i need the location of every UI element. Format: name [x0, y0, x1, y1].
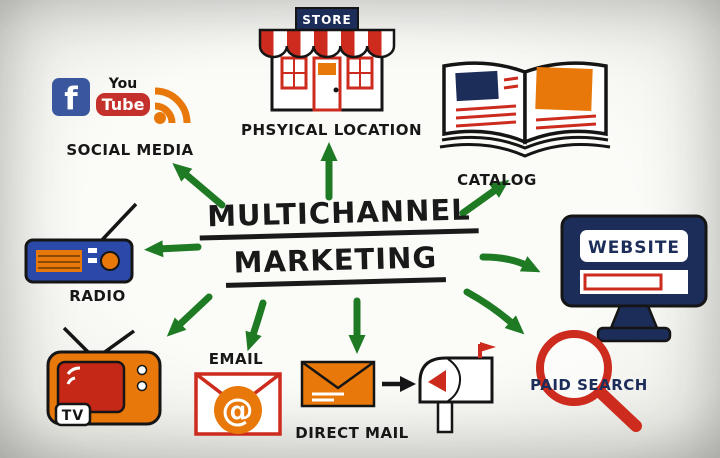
arrow-to-email-icon	[245, 299, 267, 352]
store-awning	[258, 28, 396, 59]
catalog-label: CATALOG	[457, 171, 537, 189]
tv-badge	[54, 402, 92, 427]
direct-mail-label: DIRECT MAIL	[295, 424, 409, 442]
website-label: WEBSITE	[588, 238, 680, 258]
radio-icon	[24, 202, 138, 284]
social-media-label: SOCIAL MEDIA	[66, 141, 194, 159]
arrow-to-website-icon	[479, 253, 541, 273]
tv-icon: TV	[46, 326, 162, 427]
tv-label: TV	[62, 408, 84, 424]
store-sign-text: STORE	[302, 13, 351, 27]
store-icon: STORE	[258, 7, 396, 112]
facebook-letter: f	[64, 81, 78, 117]
paid-search-label: PAID SEARCH	[530, 376, 648, 394]
mailbox-icon	[418, 356, 494, 404]
paid-search-icon	[536, 330, 642, 432]
magnifier-handle	[594, 386, 642, 432]
youtube-icon: You Tube	[96, 76, 150, 117]
mailbox-flag-icon	[480, 342, 496, 352]
email-envelope-icon: @	[194, 372, 282, 436]
physical-location-label: PHSYICAL LOCATION	[241, 121, 423, 139]
title-line-2: MARKETING	[225, 241, 446, 288]
direct-mail-icon	[300, 342, 496, 434]
magnifier-lens	[536, 330, 612, 406]
facebook-icon: f	[52, 78, 90, 117]
mail-flow-arrow-icon	[400, 376, 416, 392]
email-at-symbol: @	[222, 391, 255, 429]
youtube-you-text: You	[108, 76, 138, 92]
radio-label: RADIO	[69, 287, 126, 305]
website-icon: WEBSITE	[560, 214, 708, 343]
youtube-tube-text: Tube	[96, 93, 150, 117]
email-label: EMAIL	[208, 350, 264, 368]
radio-knob	[100, 251, 120, 271]
title-line-1: MULTICHANNEL	[198, 192, 480, 241]
arrow-to-tv-icon	[166, 293, 213, 337]
at-circle	[214, 386, 262, 434]
catalog-icon	[439, 61, 611, 158]
diagram-title: MULTICHANNEL MARKETING	[198, 192, 480, 296]
rss-icon	[154, 87, 191, 124]
arrow-to-paid-search-icon	[463, 288, 525, 335]
arrow-to-radio-icon	[144, 240, 202, 258]
